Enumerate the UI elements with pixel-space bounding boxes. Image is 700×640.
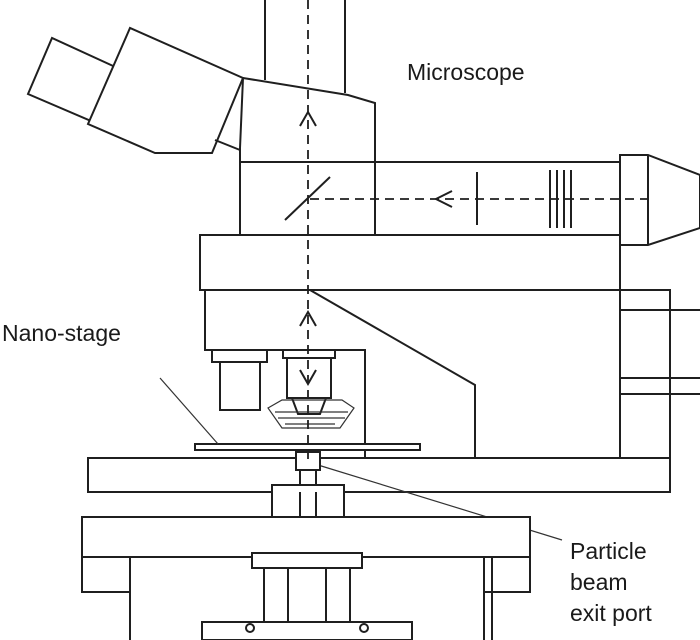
exit-port-label-line-1: Particle	[570, 538, 647, 564]
top-tube	[264, 0, 346, 93]
stage-table	[87, 457, 671, 541]
objectives	[211, 349, 355, 429]
optical-path	[299, 0, 648, 460]
eyepiece	[26, 26, 376, 163]
exit-port-label-line-2: beam	[570, 569, 628, 595]
exit-port-label: Particle beam exit port	[570, 536, 652, 629]
exit-port-label-line-3: exit port	[570, 600, 652, 626]
nano-stage-label: Nano-stage	[2, 320, 121, 346]
microscope-label: Microscope	[407, 59, 525, 85]
microscope-frame	[199, 234, 700, 459]
lower-housing	[81, 516, 531, 640]
beam-splitter-body	[239, 154, 700, 246]
